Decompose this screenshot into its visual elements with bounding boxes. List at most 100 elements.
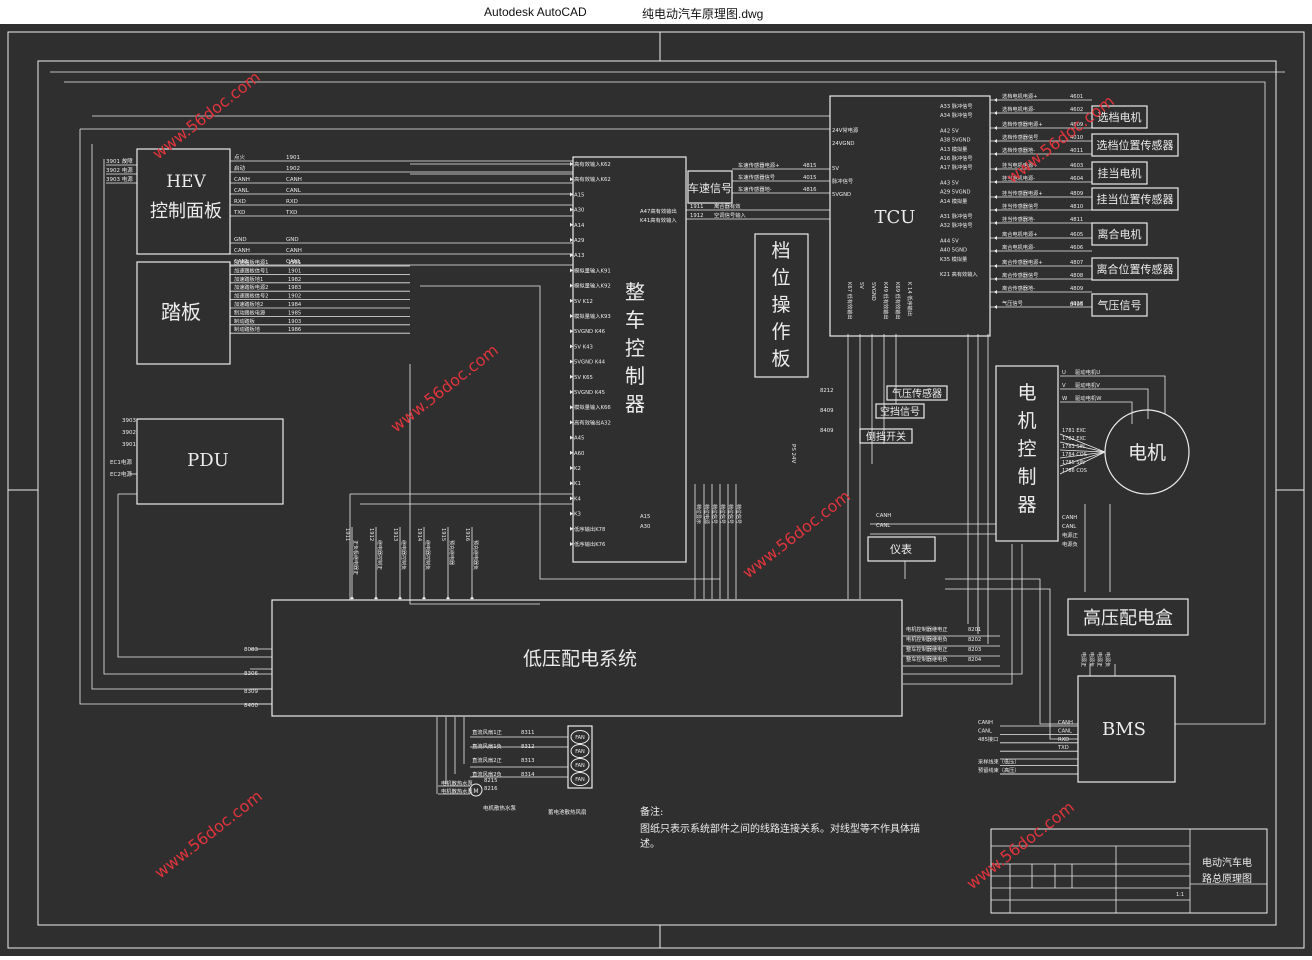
tcu-right-pin: A40 5GND (940, 248, 967, 254)
hev-signal-code: 1902 (286, 166, 300, 172)
vcu-bottom-label: 档位显示 (695, 504, 702, 524)
fan-symbol-label: FAN (575, 735, 585, 741)
mid-sensor-block[interactable] (875, 403, 925, 419)
bms-signal-code: RXD (1058, 737, 1069, 743)
tcu-right-signal-code: 4606 (1070, 245, 1083, 251)
tcu-peripheral-block[interactable] (1091, 257, 1179, 281)
dashboard-block[interactable] (867, 536, 936, 562)
mid-sensor-block[interactable] (886, 385, 948, 401)
vcu-tcu-code: 1912 (690, 213, 703, 219)
mcu-label-char: 制 (1017, 466, 1036, 488)
tcu-bottom-pin: 5VGND (870, 282, 876, 301)
tcu-right-signal-code: 4808 (1070, 273, 1083, 279)
tcu-block[interactable] (829, 95, 991, 337)
hev-control-panel-block[interactable] (136, 148, 231, 255)
lv-right-signal-code: 8203 (968, 647, 981, 653)
hev-label: HEV (166, 172, 206, 192)
tcu-right-signal-code: 4602 (1070, 107, 1083, 113)
tcu-right-pin: K35 模拟量 (940, 255, 967, 263)
can-label: CANH (876, 513, 891, 519)
tcu-peripheral-block[interactable] (1091, 222, 1148, 246)
hev-signal-code: CANL (286, 188, 302, 194)
pdu-block[interactable] (136, 418, 284, 505)
tcu-right-pin: A16 脉冲信号 (940, 154, 973, 162)
tcu-right-signal-name: 离合传感器信号 (1002, 271, 1038, 279)
tcu-left-signal: 5VGND (832, 192, 851, 198)
lv-right-signal-name: 电机控制器继电负 (906, 635, 948, 643)
tcu-right-signal-arrow (994, 305, 997, 309)
tcu-right-pin: A43 5V (940, 180, 959, 186)
pump-signal-code: 8216 (484, 786, 498, 792)
title-block-scale: 1:1 (1176, 892, 1184, 898)
bms-block[interactable] (1077, 675, 1176, 783)
vcu-pin-arrow (570, 253, 573, 258)
lv-right-signal-name: 整车控制器继电负 (906, 655, 948, 663)
tcu-peripheral-block[interactable] (1091, 133, 1179, 157)
gear-board-code: PS 24V (790, 444, 796, 464)
hev-signal-name: CANH (234, 248, 250, 254)
pedal-signal-name: 加速踏板地1 (234, 275, 263, 283)
tcu-right-signal-arrow (994, 152, 997, 156)
pedal-block[interactable] (136, 261, 231, 365)
lv-system-label: 低压配电系统 (523, 648, 637, 670)
mcu-signal: 电源正 (1062, 531, 1079, 539)
gear-operation-board[interactable] (754, 233, 809, 378)
tcu-right-signal-arrow (994, 167, 997, 171)
vcu-pin-arrow (570, 298, 573, 303)
tcu-right-signal-code: 4605 (1070, 232, 1083, 238)
mid-sensor-block[interactable] (859, 428, 913, 444)
watermark: www.56doc.com (739, 486, 854, 582)
vcu-bottom-label: 档位信号 (727, 504, 734, 524)
tcu-right-signal-arrow (994, 98, 997, 102)
tcu-right-signal-arrow (994, 195, 997, 199)
drawing-frame (7, 31, 1305, 949)
pdu-pin: 3901 (122, 442, 136, 448)
vcu-label-char: 控 (625, 336, 645, 360)
pedal-signal-code: 1985 (288, 310, 301, 316)
tcu-peripheral-block[interactable] (1091, 105, 1148, 129)
vcu-pin-left: 高有效输出A32 (574, 418, 611, 426)
lv-top-arrow (398, 596, 402, 599)
vcu-pin-right: A47高有效输出 (640, 207, 677, 215)
speed-signal-code: 4816 (803, 187, 817, 193)
tcu-right-signal-arrow (994, 290, 997, 294)
motor-symbol[interactable] (1104, 409, 1190, 495)
pedal-signal-code: 1983 (288, 285, 301, 291)
pump-signal-name: 电机散热水泵 (441, 779, 473, 787)
bms-signal-name: 预留线束（高压） (978, 766, 1020, 774)
hev-signal-name: CANL (234, 259, 250, 265)
motor-phase: W (1062, 396, 1068, 402)
watermark: www.56doc.com (963, 797, 1078, 893)
pedal-signal-name: 加速踏板信号2 (234, 292, 268, 300)
pump-caption: 电机散热水泵 (483, 804, 517, 812)
vcu-block[interactable] (572, 156, 687, 563)
speed-signal-block[interactable] (687, 170, 733, 204)
pedal-signal-code: 1903 (288, 319, 301, 325)
tcu-right-pin: A44 5V (940, 238, 959, 244)
lv-top-name: 预充继电器负 (472, 540, 479, 570)
tcu-peripheral-block[interactable] (1091, 161, 1148, 185)
tcu-right-signal-arrow (994, 221, 997, 225)
tcu-peripheral-block[interactable] (1091, 187, 1179, 211)
tcu-right-signal-arrow (994, 277, 997, 281)
tcu-peripheral-label: 离合位置传感器 (1097, 262, 1174, 276)
vcu-label-char: 整 (625, 280, 645, 304)
tcu-peripheral-label: 气压信号 (1098, 298, 1142, 312)
tcu-bottom-pin: K69 低有效输出 (894, 282, 902, 320)
motor-controller-block[interactable] (995, 365, 1059, 542)
vcu-pin-arrow (570, 435, 573, 440)
hv-distribution-box[interactable] (1067, 598, 1189, 636)
tcu-peripheral-block[interactable] (1091, 293, 1148, 317)
title-block-title: 路总原理图 (1202, 872, 1252, 885)
vcu-pin-arrow (570, 344, 573, 349)
tcu-right-pin: A34 脉冲信号 (940, 111, 973, 119)
lv-distribution-system[interactable] (271, 599, 903, 717)
window-titlebar: Autodesk AutoCAD 纯电动汽车原理图.dwg (0, 0, 1312, 24)
pedal-signal-name: 加速踏板电源2 (234, 283, 268, 291)
hev-signal-name: TXD (233, 210, 245, 216)
tcu-right-signal-arrow (994, 249, 997, 253)
hv-signal: 电源负 (1104, 652, 1111, 667)
